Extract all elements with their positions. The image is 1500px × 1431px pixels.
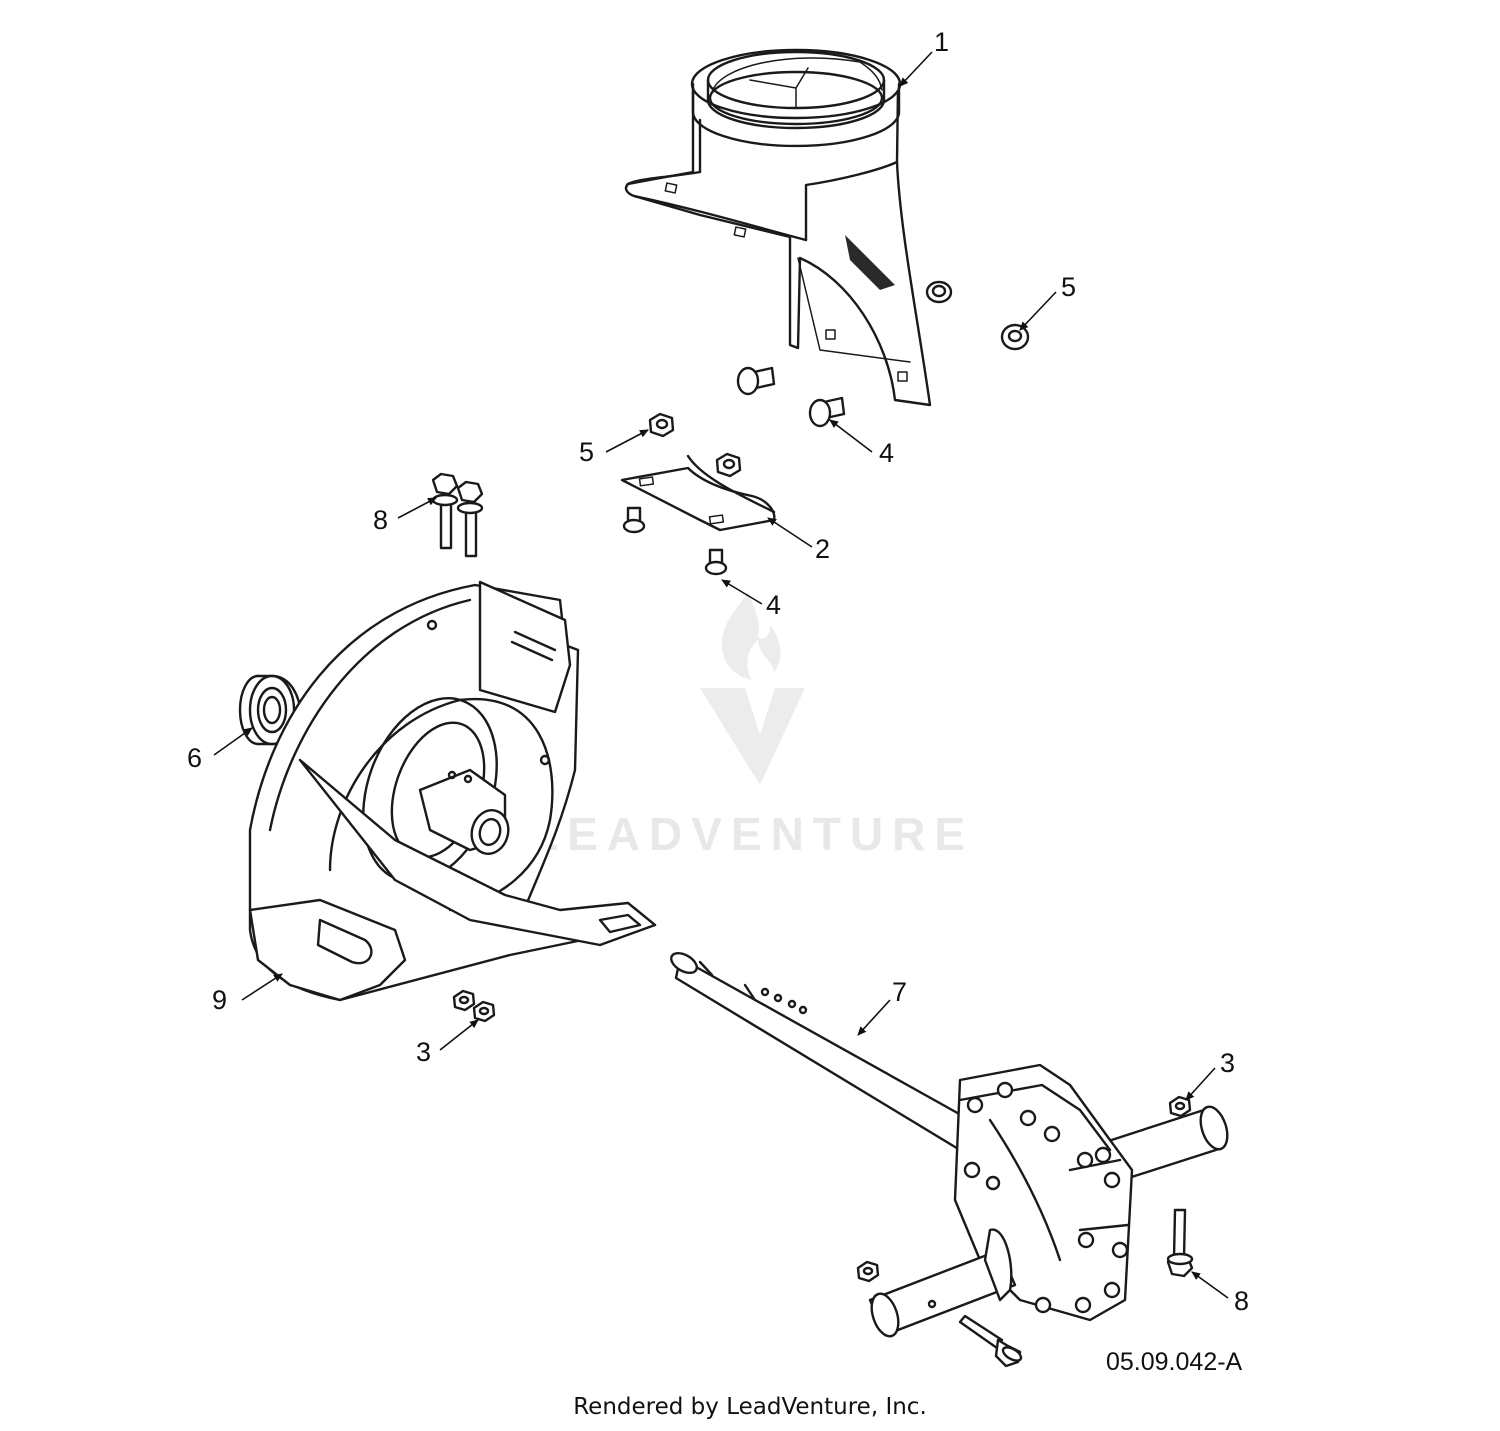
part-3-hex-nuts-left: [452, 989, 496, 1023]
callout-3-left: 3: [416, 1019, 479, 1067]
svg-text:5: 5: [1061, 272, 1076, 302]
callout-8-lower: 8: [1191, 1271, 1249, 1316]
part-1-chute-adapter: [624, 48, 932, 407]
callout-1: 1: [899, 27, 949, 87]
part-3-hex-nuts-right: [856, 1095, 1192, 1283]
drawing-code: 05.09.042-A: [1106, 1348, 1243, 1376]
callout-2: 2: [767, 517, 830, 564]
svg-text:4: 4: [879, 438, 894, 468]
callout-8-upper: 8: [373, 497, 437, 535]
callout-5-middle: 5: [579, 429, 649, 467]
callout-6: 6: [187, 727, 253, 773]
part-4-carriage-bolts-lower: [622, 506, 728, 576]
svg-text:3: 3: [1220, 1048, 1235, 1078]
watermark-logo: LEADVENTURE: [530, 592, 974, 860]
svg-text:8: 8: [1234, 1286, 1249, 1316]
watermark-text: LEADVENTURE: [530, 808, 974, 860]
footer-credit: Rendered by LeadVenture, Inc.: [573, 1394, 927, 1420]
part-5-flange-nut-upper: [925, 280, 1030, 351]
svg-text:8: 8: [373, 505, 388, 535]
callout-4-upper: 4: [829, 419, 894, 468]
svg-text:4: 4: [766, 590, 781, 620]
svg-text:6: 6: [187, 743, 202, 773]
callout-7: 7: [857, 977, 907, 1036]
part-4-carriage-bolts-upper: [736, 366, 846, 428]
part-8-hex-bolts-upper: [431, 472, 484, 558]
svg-text:2: 2: [815, 534, 830, 564]
callout-4-lower: 4: [721, 579, 781, 620]
svg-text:5: 5: [579, 437, 594, 467]
svg-text:9: 9: [212, 985, 227, 1015]
part-5-flange-nut-middle: [648, 412, 742, 478]
svg-text:3: 3: [416, 1037, 431, 1067]
callout-9: 9: [212, 973, 283, 1015]
svg-text:1: 1: [934, 27, 949, 57]
part-9-impeller-housing: [248, 580, 657, 1002]
callout-5-upper: 5: [1019, 272, 1076, 331]
svg-text:7: 7: [892, 977, 907, 1007]
part-2-deflector-plate: [620, 454, 776, 532]
part-8-hex-bolts-lower: [958, 1208, 1194, 1368]
part-7-gearbox-shaft-assembly: [670, 951, 1229, 1338]
callout-3-right: 3: [1185, 1048, 1235, 1101]
